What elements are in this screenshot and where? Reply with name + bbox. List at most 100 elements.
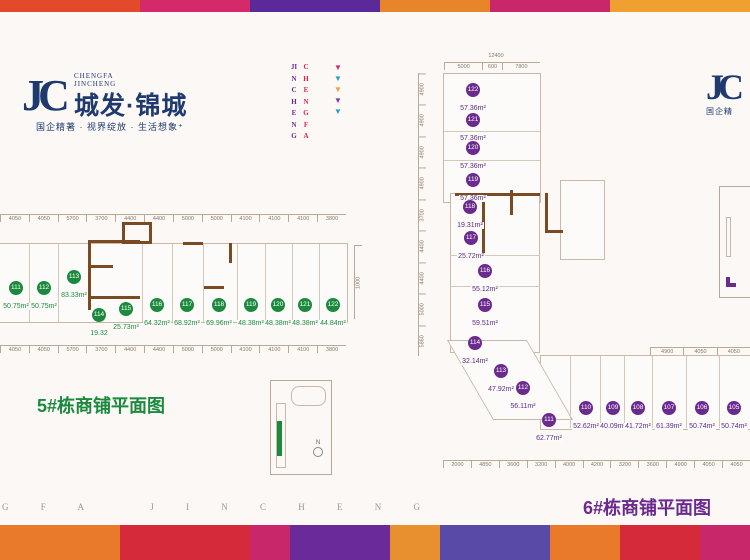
unit-area: 40.09m² xyxy=(599,423,627,430)
top-color-band xyxy=(0,0,750,12)
dim: 4050 xyxy=(694,461,722,468)
logo-en-line2: JINCHENG xyxy=(74,80,117,88)
unit-badge: 111 xyxy=(542,413,556,427)
unit-area: 57.36m² xyxy=(459,135,487,142)
unit-badge: 116 xyxy=(478,264,492,278)
b6-unit-112[interactable]: 112 56.11m² xyxy=(498,376,548,413)
b5-unit-113[interactable]: 113 83.33m² xyxy=(49,265,99,302)
dim: 3200 xyxy=(610,461,638,468)
dim: 4050 xyxy=(0,346,29,353)
unit-area: 50.74m² xyxy=(720,423,748,430)
unit-area: 62.77m² xyxy=(535,435,563,442)
building5-highlight xyxy=(277,421,282,456)
dim: 4900 xyxy=(419,135,426,168)
unit-area: 48.38m² xyxy=(264,320,292,327)
logo-mark: JC xyxy=(706,67,744,107)
b6-top-total: 12400 xyxy=(488,53,504,59)
unit-badge: 110 xyxy=(579,401,593,415)
unit-area: 64.32m² xyxy=(143,320,171,327)
unit-badge: 112 xyxy=(516,381,530,395)
unit-badge: 115 xyxy=(478,298,492,312)
unit-area: 61.39m² xyxy=(655,423,683,430)
unit-badge: 120 xyxy=(466,141,480,155)
dim: 3600 xyxy=(638,461,666,468)
dim: 4100 xyxy=(230,215,260,222)
dim: 4400 xyxy=(144,346,173,353)
unit-area: 50.74m² xyxy=(688,423,716,430)
dim: 4050 xyxy=(28,346,58,353)
unit-area: 56.11m² xyxy=(509,403,537,410)
brand-logo-right: JC 国企精 xyxy=(706,66,744,117)
b6-unit-121[interactable]: 121 57.36m² xyxy=(448,108,498,145)
logo-mark: JC xyxy=(22,71,70,120)
vertical-text-chengfa: CHENGFA xyxy=(303,63,309,140)
unit-badge: 121 xyxy=(466,113,480,127)
unit-area: 59.51m² xyxy=(471,320,499,327)
dim: 600 xyxy=(482,63,502,70)
dim: 4400 xyxy=(115,215,144,222)
b6-unit-115[interactable]: 115 59.51m² xyxy=(460,293,510,330)
compass-icon: N xyxy=(312,440,324,458)
unit-badge: 108 xyxy=(631,401,645,415)
bottom-color-band xyxy=(0,525,750,560)
unit-badge: 113 xyxy=(494,364,508,378)
b6-stair-core xyxy=(560,180,605,260)
dim: 3200 xyxy=(526,461,555,468)
unit-area: 19.32 xyxy=(89,330,109,337)
dim: 3700 xyxy=(86,215,115,222)
dim: 4400 xyxy=(419,230,426,262)
unit-area: 68.92m² xyxy=(173,320,201,327)
unit-area: 44.84m² xyxy=(319,320,347,327)
unit-area: 50.75m² xyxy=(2,303,30,310)
b5-unit-114[interactable]: 114 19.32 xyxy=(74,303,124,340)
dim: 4050 xyxy=(0,215,29,222)
unit-badge: 106 xyxy=(695,401,709,415)
unit-area: 83.33m² xyxy=(60,292,88,299)
unit-area: 69.96m² xyxy=(205,320,233,327)
b6-unit-106[interactable]: 106 50.74m² xyxy=(677,396,727,433)
dim: 4050 xyxy=(722,461,750,468)
dim: 5700 xyxy=(57,215,87,222)
unit-badge: 115 xyxy=(119,302,133,316)
dim: 4900 xyxy=(419,73,426,105)
dim: 3800 xyxy=(317,215,346,222)
unit-badge: 114 xyxy=(92,308,106,322)
unit-badge: 113 xyxy=(67,270,81,284)
building6-title: 6#栋商铺平面图 xyxy=(583,498,712,518)
dim: 4200 xyxy=(582,461,611,468)
dim: 5000 xyxy=(172,215,202,222)
unit-area: 57.36m² xyxy=(459,195,487,202)
unit-area: 32.14m² xyxy=(461,358,489,365)
b6-unit-111[interactable]: 111 62.77m² xyxy=(524,408,574,445)
dim: 4100 xyxy=(259,215,288,222)
dim: 4400 xyxy=(115,346,144,353)
